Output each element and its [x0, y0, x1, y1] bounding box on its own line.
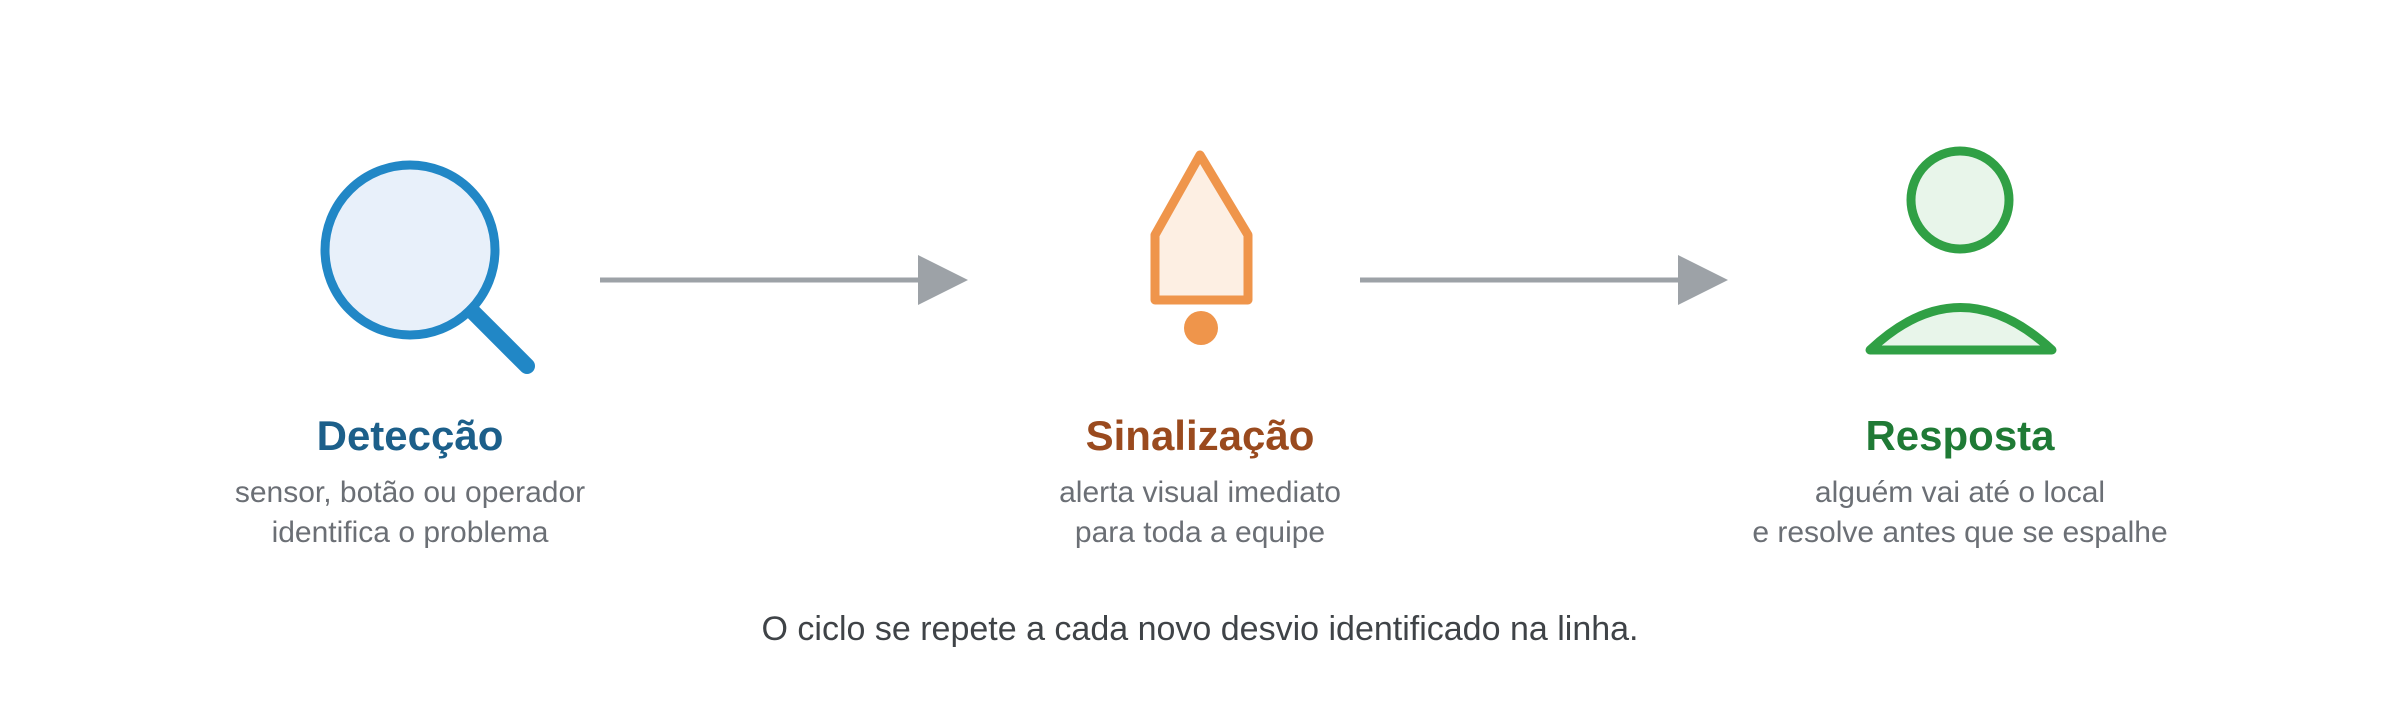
response-description-line-2: e resolve antes que se espalhe [1752, 516, 2167, 549]
detection-title: Detecção [317, 412, 504, 459]
magnifying-glass-icon [320, 160, 535, 374]
arrow-signaling-to-response [1360, 255, 1728, 305]
detection-description-line-2: identifica o problema [272, 516, 549, 549]
response-title: Resposta [1865, 412, 2055, 459]
signaling-description-line-1: alerta visual imediato [1059, 476, 1341, 509]
cycle-footer-note: O ciclo se repete a cada novo desvio ide… [762, 610, 1639, 648]
signaling-step: Sinalização alerta visual imediato para … [1059, 150, 1341, 549]
signal-light-icon [1150, 150, 1253, 345]
signaling-title: Sinalização [1086, 412, 1315, 459]
detection-step: Detecção sensor, botão ou operador ident… [235, 160, 585, 549]
detection-description-line-1: sensor, botão ou operador [235, 476, 585, 509]
response-step: Resposta alguém vai até o local e resolv… [1752, 146, 2168, 549]
arrow-detection-to-signaling [600, 255, 968, 305]
signaling-description-line-2: para toda a equipe [1075, 516, 1325, 549]
person-icon [1865, 146, 2057, 355]
response-description-line-1: alguém vai até o local [1815, 476, 2105, 509]
